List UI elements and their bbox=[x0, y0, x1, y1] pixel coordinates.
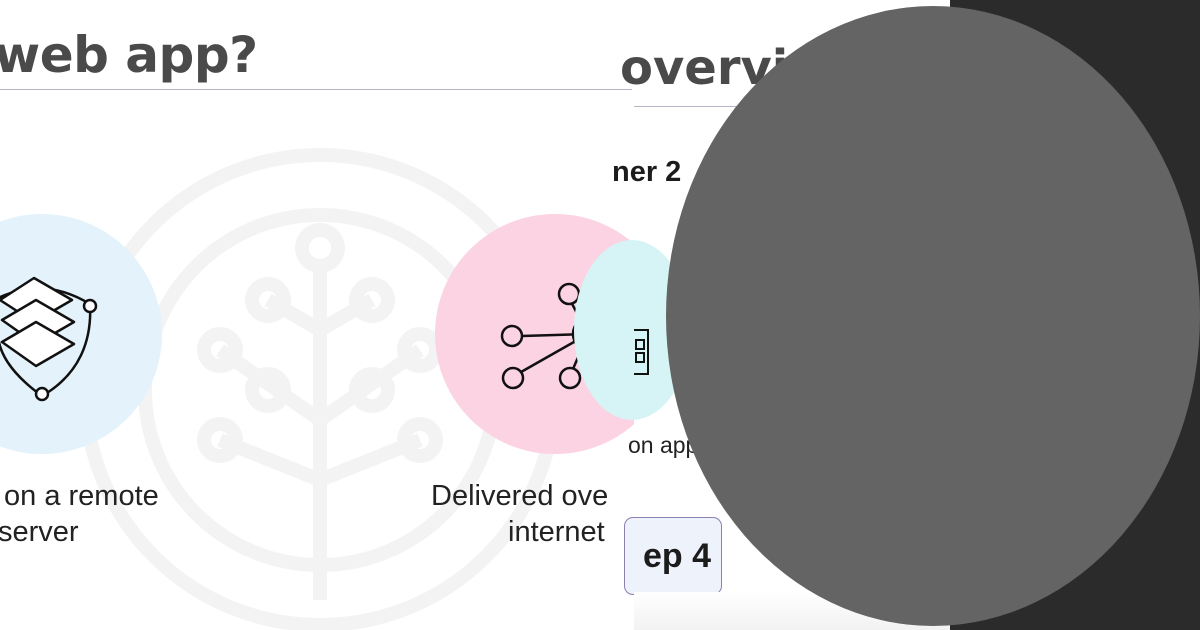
slide-web-app: web app? on a remote server Delivered ov… bbox=[0, 26, 675, 630]
internet-caption-line2: internet bbox=[508, 516, 605, 548]
remote-server-caption-line2: server bbox=[0, 516, 79, 548]
remote-server-caption: on a remote bbox=[4, 480, 159, 512]
large-circle-shape bbox=[666, 6, 1200, 626]
internet-caption: Delivered ove bbox=[431, 480, 609, 512]
layers-shield-icon bbox=[0, 276, 98, 402]
title-divider bbox=[0, 89, 632, 90]
step-4-button[interactable]: ep 4 bbox=[624, 517, 722, 595]
slide-title: web app? bbox=[0, 26, 258, 84]
slide-subheading: ner 2 bbox=[612, 156, 682, 188]
dark-side-panel bbox=[666, 0, 1200, 630]
app-icon bbox=[634, 329, 649, 375]
tree-watermark-icon bbox=[78, 148, 562, 630]
